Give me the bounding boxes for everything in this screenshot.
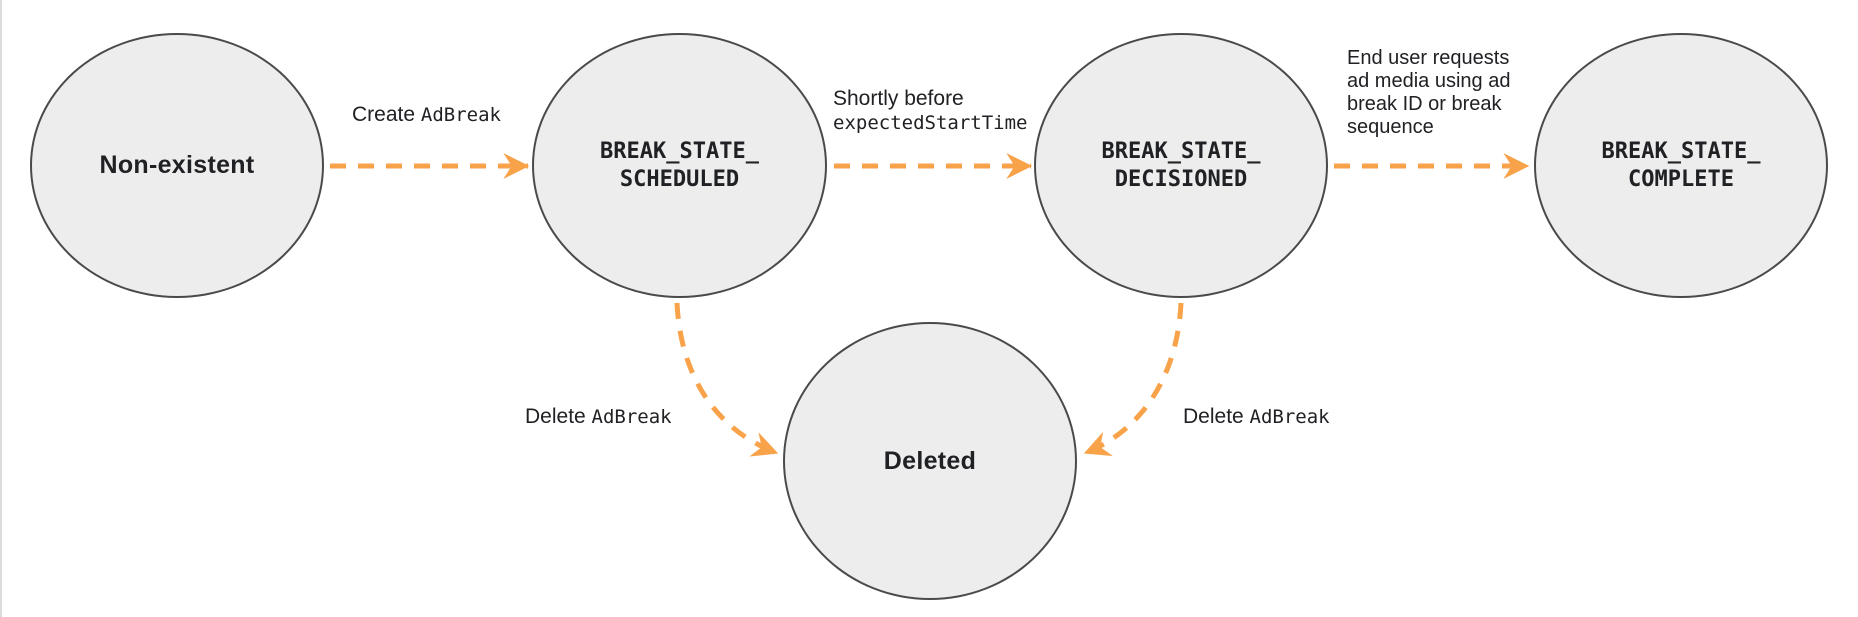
label-text: Delete bbox=[525, 405, 592, 428]
label-code-text: AdBreak bbox=[420, 104, 501, 126]
label-text: Delete bbox=[1183, 405, 1250, 428]
state-label-line2: SCHEDULED bbox=[619, 166, 740, 192]
label-code-text: expectedStartTime bbox=[833, 112, 1028, 134]
label-text-line3: break ID or break bbox=[1347, 93, 1502, 115]
state-label-line2: DECISIONED bbox=[1114, 166, 1248, 192]
label-create-adbreak: Create AdBreak bbox=[352, 102, 501, 128]
label-text-line4: sequence bbox=[1347, 116, 1434, 138]
state-break-state-decisioned: BREAK_STATE_ DECISIONED bbox=[1034, 33, 1328, 298]
state-label-line1: BREAK_STATE_ bbox=[1601, 138, 1761, 164]
label-text-line2: ad media using ad bbox=[1347, 70, 1511, 92]
label-shortly-before-expectedstarttime: Shortly before expectedStartTime bbox=[833, 86, 1027, 136]
state-non-existent: Non-existent bbox=[30, 33, 324, 298]
state-deleted: Deleted bbox=[783, 322, 1077, 600]
label-delete-adbreak-left: Delete AdBreak bbox=[525, 404, 672, 430]
state-break-state-complete: BREAK_STATE_ COMPLETE bbox=[1534, 33, 1828, 298]
label-text: Create bbox=[352, 103, 421, 126]
label-end-user-requests: End user requests ad media using ad brea… bbox=[1347, 47, 1510, 139]
label-code-text: AdBreak bbox=[591, 406, 672, 428]
state-break-state-scheduled: BREAK_STATE_ SCHEDULED bbox=[532, 33, 827, 298]
arrow-delete-adbreak-from-scheduled bbox=[674, 302, 779, 457]
label-delete-adbreak-right: Delete AdBreak bbox=[1183, 404, 1330, 430]
label-text-line1: End user requests bbox=[1347, 47, 1510, 69]
state-label-line1: BREAK_STATE_ bbox=[600, 138, 759, 164]
arrow-delete-adbreak-from-decisioned bbox=[1083, 302, 1184, 456]
screenshot-left-edge bbox=[0, 0, 2, 617]
state-label-line1: BREAK_STATE_ bbox=[1101, 138, 1261, 164]
state-label: Non-existent bbox=[99, 151, 255, 179]
label-code-text: AdBreak bbox=[1249, 406, 1330, 428]
state-label: Deleted bbox=[883, 446, 977, 475]
label-text: Shortly before bbox=[833, 87, 964, 110]
state-label-line2: COMPLETE bbox=[1628, 166, 1734, 192]
